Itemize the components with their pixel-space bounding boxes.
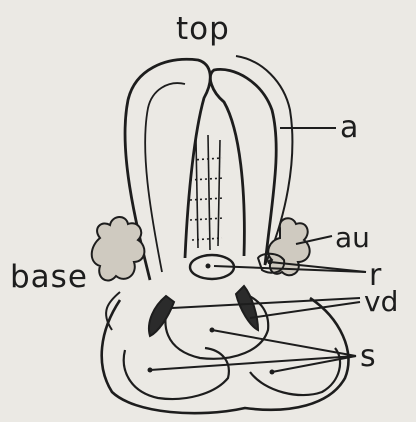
label-au: au [335,224,370,252]
leader-lines [150,128,366,372]
label-top: top [176,14,230,45]
left-auricle [92,217,145,281]
right-vas-deferens [236,286,258,330]
right-auricle [268,218,309,275]
label-vd: vd [364,288,398,316]
label-s: s [360,342,376,372]
label-a: a [340,113,358,143]
right-lower-lobe [250,348,340,395]
lower-body-outline [102,298,349,413]
left-lower-lobe [124,348,229,399]
left-vas-deferens [149,296,174,336]
left-horn-inner [145,83,185,272]
label-base: base [10,262,88,293]
central-dotted-structure [190,135,224,250]
